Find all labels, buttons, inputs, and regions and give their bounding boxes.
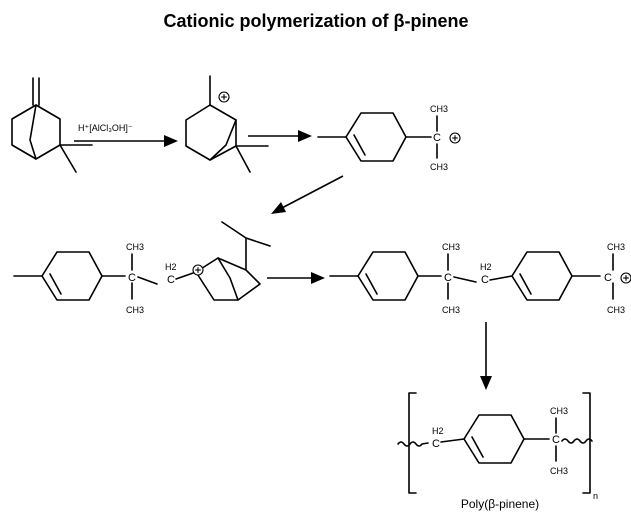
methyl-label: CH3 (126, 305, 144, 315)
cation-charge-icon (620, 272, 631, 284)
methylene-label: H2 (165, 262, 177, 272)
carbon-label: C (433, 132, 441, 144)
methyl-label: CH3 (430, 104, 448, 114)
pinanyl-cation-structure (185, 75, 269, 173)
reaction-arrow-1 (74, 135, 178, 147)
terpinyl-cation-structure: CH3 C CH3 (317, 104, 461, 172)
carbon-label: C (128, 272, 136, 284)
reaction-arrow-3 (271, 175, 344, 214)
methyl-label: CH3 (442, 242, 460, 252)
methyl-label: CH3 (126, 242, 144, 252)
methyl-label: CH3 (550, 466, 568, 476)
reaction-arrow-2 (248, 130, 312, 142)
methyl-label: CH3 (607, 305, 625, 315)
repeat-unit-subscript: n (593, 491, 598, 501)
poly-beta-pinene-structure: H2 C CH3 C CH3 n (397, 392, 598, 501)
methyl-label: CH3 (430, 162, 448, 172)
carbon-label: C (444, 272, 452, 284)
reagent-label: H⁺[AlCl₃OH]⁻ (78, 123, 133, 133)
beta-pinene-structure (11, 77, 93, 173)
methylene-label: H2 (480, 262, 492, 272)
reaction-arrow-5 (480, 322, 492, 390)
reaction-arrow-4 (267, 272, 325, 284)
product-name-label: Poly(β-pinene) (461, 497, 539, 511)
carbon-label: C (481, 274, 489, 286)
cation-charge-icon (192, 264, 204, 276)
carbon-label: C (604, 272, 612, 284)
methyl-label: CH3 (607, 242, 625, 252)
cation-charge-icon (218, 91, 230, 103)
methyl-label: CH3 (442, 305, 460, 315)
carbon-label: C (167, 274, 175, 286)
chain-cation-structure: CH3 C CH3 H2 C CH3 C CH3 (329, 242, 631, 315)
methylene-label: H2 (432, 426, 444, 436)
dimer-cation-structure: CH3 C CH3 H2 C (13, 221, 271, 315)
page-title: Cationic polymerization of β-pinene (163, 11, 468, 31)
methyl-label: CH3 (550, 406, 568, 416)
carbon-label: C (552, 434, 560, 446)
carbon-label: C (432, 438, 440, 450)
cation-charge-icon (449, 132, 461, 144)
